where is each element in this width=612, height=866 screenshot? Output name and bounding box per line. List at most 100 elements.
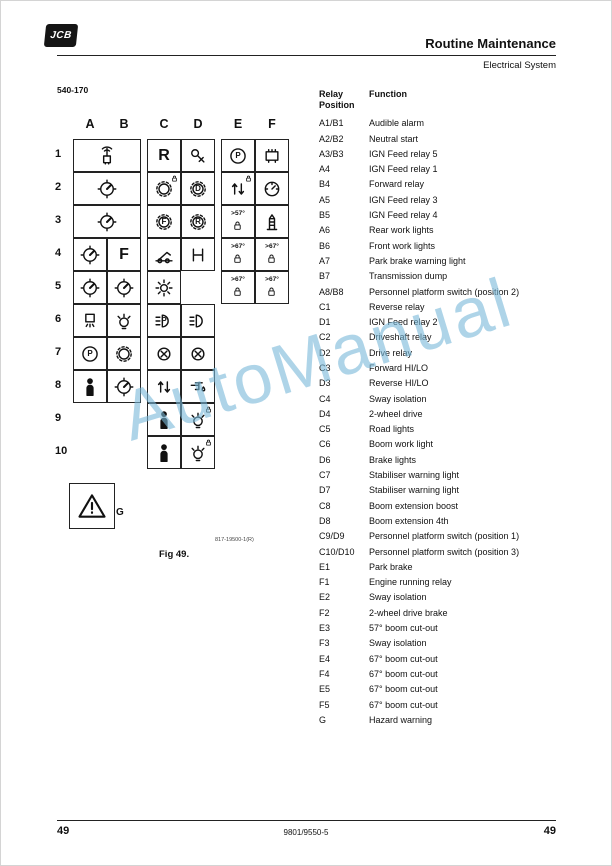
page-number-right: 49 bbox=[543, 825, 556, 837]
cell-letter: P bbox=[87, 349, 93, 358]
gear-icon bbox=[114, 344, 134, 364]
relay-function: IGN Feed relay 2 bbox=[369, 317, 438, 328]
personnel-platform-pos3-symbol bbox=[147, 436, 181, 469]
relay-position: D1 bbox=[319, 317, 331, 328]
relay-function: Personnel platform switch (position 2) bbox=[369, 286, 520, 297]
gauge-icon bbox=[262, 179, 282, 199]
relay-function: Boom extension boost bbox=[369, 500, 459, 511]
relay-function: Drive relay bbox=[369, 347, 413, 358]
cell-letter: R bbox=[195, 217, 201, 226]
boom-67-cutout-symbol-e4: >67° bbox=[221, 238, 255, 271]
sun-icon bbox=[154, 278, 174, 298]
relay-position: A8/B8 bbox=[319, 286, 344, 297]
relay-position: C1 bbox=[319, 301, 331, 312]
page-subtitle: Electrical System bbox=[483, 60, 556, 71]
cell-letter: R bbox=[158, 146, 170, 164]
engine-running-relay-symbol bbox=[255, 139, 289, 172]
relay-position: A4 bbox=[319, 164, 331, 175]
relay-row: E2 Sway isolation bbox=[319, 590, 565, 605]
relay-function: Forward HI/LO bbox=[369, 362, 429, 373]
relay-position: E3 bbox=[319, 623, 331, 634]
relay-position: E2 bbox=[319, 592, 331, 603]
cell-letter: F bbox=[119, 245, 129, 263]
relay-function: Park brake warning light bbox=[369, 255, 466, 266]
lock-icon bbox=[231, 219, 244, 232]
relay-position: C2 bbox=[319, 332, 331, 343]
relay-position: F3 bbox=[319, 638, 330, 649]
relay-position: F2 bbox=[319, 607, 330, 618]
relaybox-icon bbox=[262, 146, 282, 166]
relay-position: D4 bbox=[319, 408, 331, 419]
cell-label: >57° bbox=[231, 210, 245, 218]
relay-function: IGN Feed relay 1 bbox=[369, 164, 438, 175]
relay-function: Personnel platform switch (position 1) bbox=[369, 531, 520, 542]
lock-icon bbox=[231, 285, 244, 298]
personnel-platform-symbol bbox=[73, 370, 107, 403]
grid-col-header-A: A bbox=[85, 117, 95, 131]
relay-position: C10/D10 bbox=[319, 546, 355, 557]
grid-row-label-8: 8 bbox=[55, 379, 62, 391]
relay-row: A8/B8 Personnel platform switch (position… bbox=[319, 284, 565, 299]
relay-function: 67° boom cut-out bbox=[369, 699, 438, 710]
relay-position: D3 bbox=[319, 378, 331, 389]
boom-67-cutout-symbol-f5: >67° bbox=[255, 271, 289, 304]
reverse-hilo-symbol: R bbox=[181, 205, 215, 238]
grid-col-header-F: F bbox=[268, 117, 276, 131]
antenna-icon bbox=[97, 146, 117, 166]
relay-function: Rear work lights bbox=[369, 225, 434, 236]
relay-function: Driveshaft relay bbox=[369, 332, 432, 343]
relay-position: C7 bbox=[319, 470, 331, 481]
grid-col-header-E: E bbox=[233, 117, 243, 131]
two-wheel-drive-brake-symbol bbox=[255, 172, 289, 205]
relay-function: Brake lights bbox=[369, 454, 417, 465]
relay-function: Reverse relay bbox=[369, 301, 425, 312]
dial-icon bbox=[97, 179, 117, 199]
relay-row: A4 IGN Feed relay 1 bbox=[319, 161, 565, 176]
jcb-logo-text: JCB bbox=[49, 30, 73, 41]
dial-icon bbox=[114, 278, 134, 298]
relay-function: 57° boom cut-out bbox=[369, 623, 438, 634]
page-title: Routine Maintenance bbox=[425, 36, 556, 51]
relay-position: D7 bbox=[319, 485, 331, 496]
cell-label: >67° bbox=[231, 276, 245, 284]
park-brake-symbol: P bbox=[221, 139, 255, 172]
personnel-platform-pos3-lamp-symbol bbox=[181, 436, 215, 469]
relay-function: Engine running relay bbox=[369, 577, 452, 588]
relay-function: Sway isolation bbox=[369, 638, 427, 649]
relay-function: Boom work light bbox=[369, 439, 434, 450]
relay-function: Sway isolation bbox=[369, 592, 427, 603]
relay-position: C8 bbox=[319, 500, 331, 511]
person-icon bbox=[154, 410, 174, 430]
ign-feed-relay2-symbol bbox=[181, 139, 215, 172]
relay-function: Park brake bbox=[369, 561, 413, 572]
lock-icon bbox=[170, 174, 179, 183]
relay-position: C4 bbox=[319, 393, 331, 404]
transmission-dump-symbol bbox=[107, 337, 141, 370]
relay-position: A1/B1 bbox=[319, 118, 344, 129]
relay-function: Boom extension 4th bbox=[369, 515, 449, 526]
faucet-icon bbox=[188, 377, 208, 397]
boom-extension-boost-symbol bbox=[147, 370, 181, 403]
relay-position: E1 bbox=[319, 561, 331, 572]
ign-feed-relay5-symbol bbox=[73, 205, 141, 238]
axle-icon bbox=[188, 245, 208, 265]
relay-function: Transmission dump bbox=[369, 271, 448, 282]
hazard-warning-icon bbox=[77, 491, 107, 521]
relay-position: A6 bbox=[319, 225, 331, 236]
